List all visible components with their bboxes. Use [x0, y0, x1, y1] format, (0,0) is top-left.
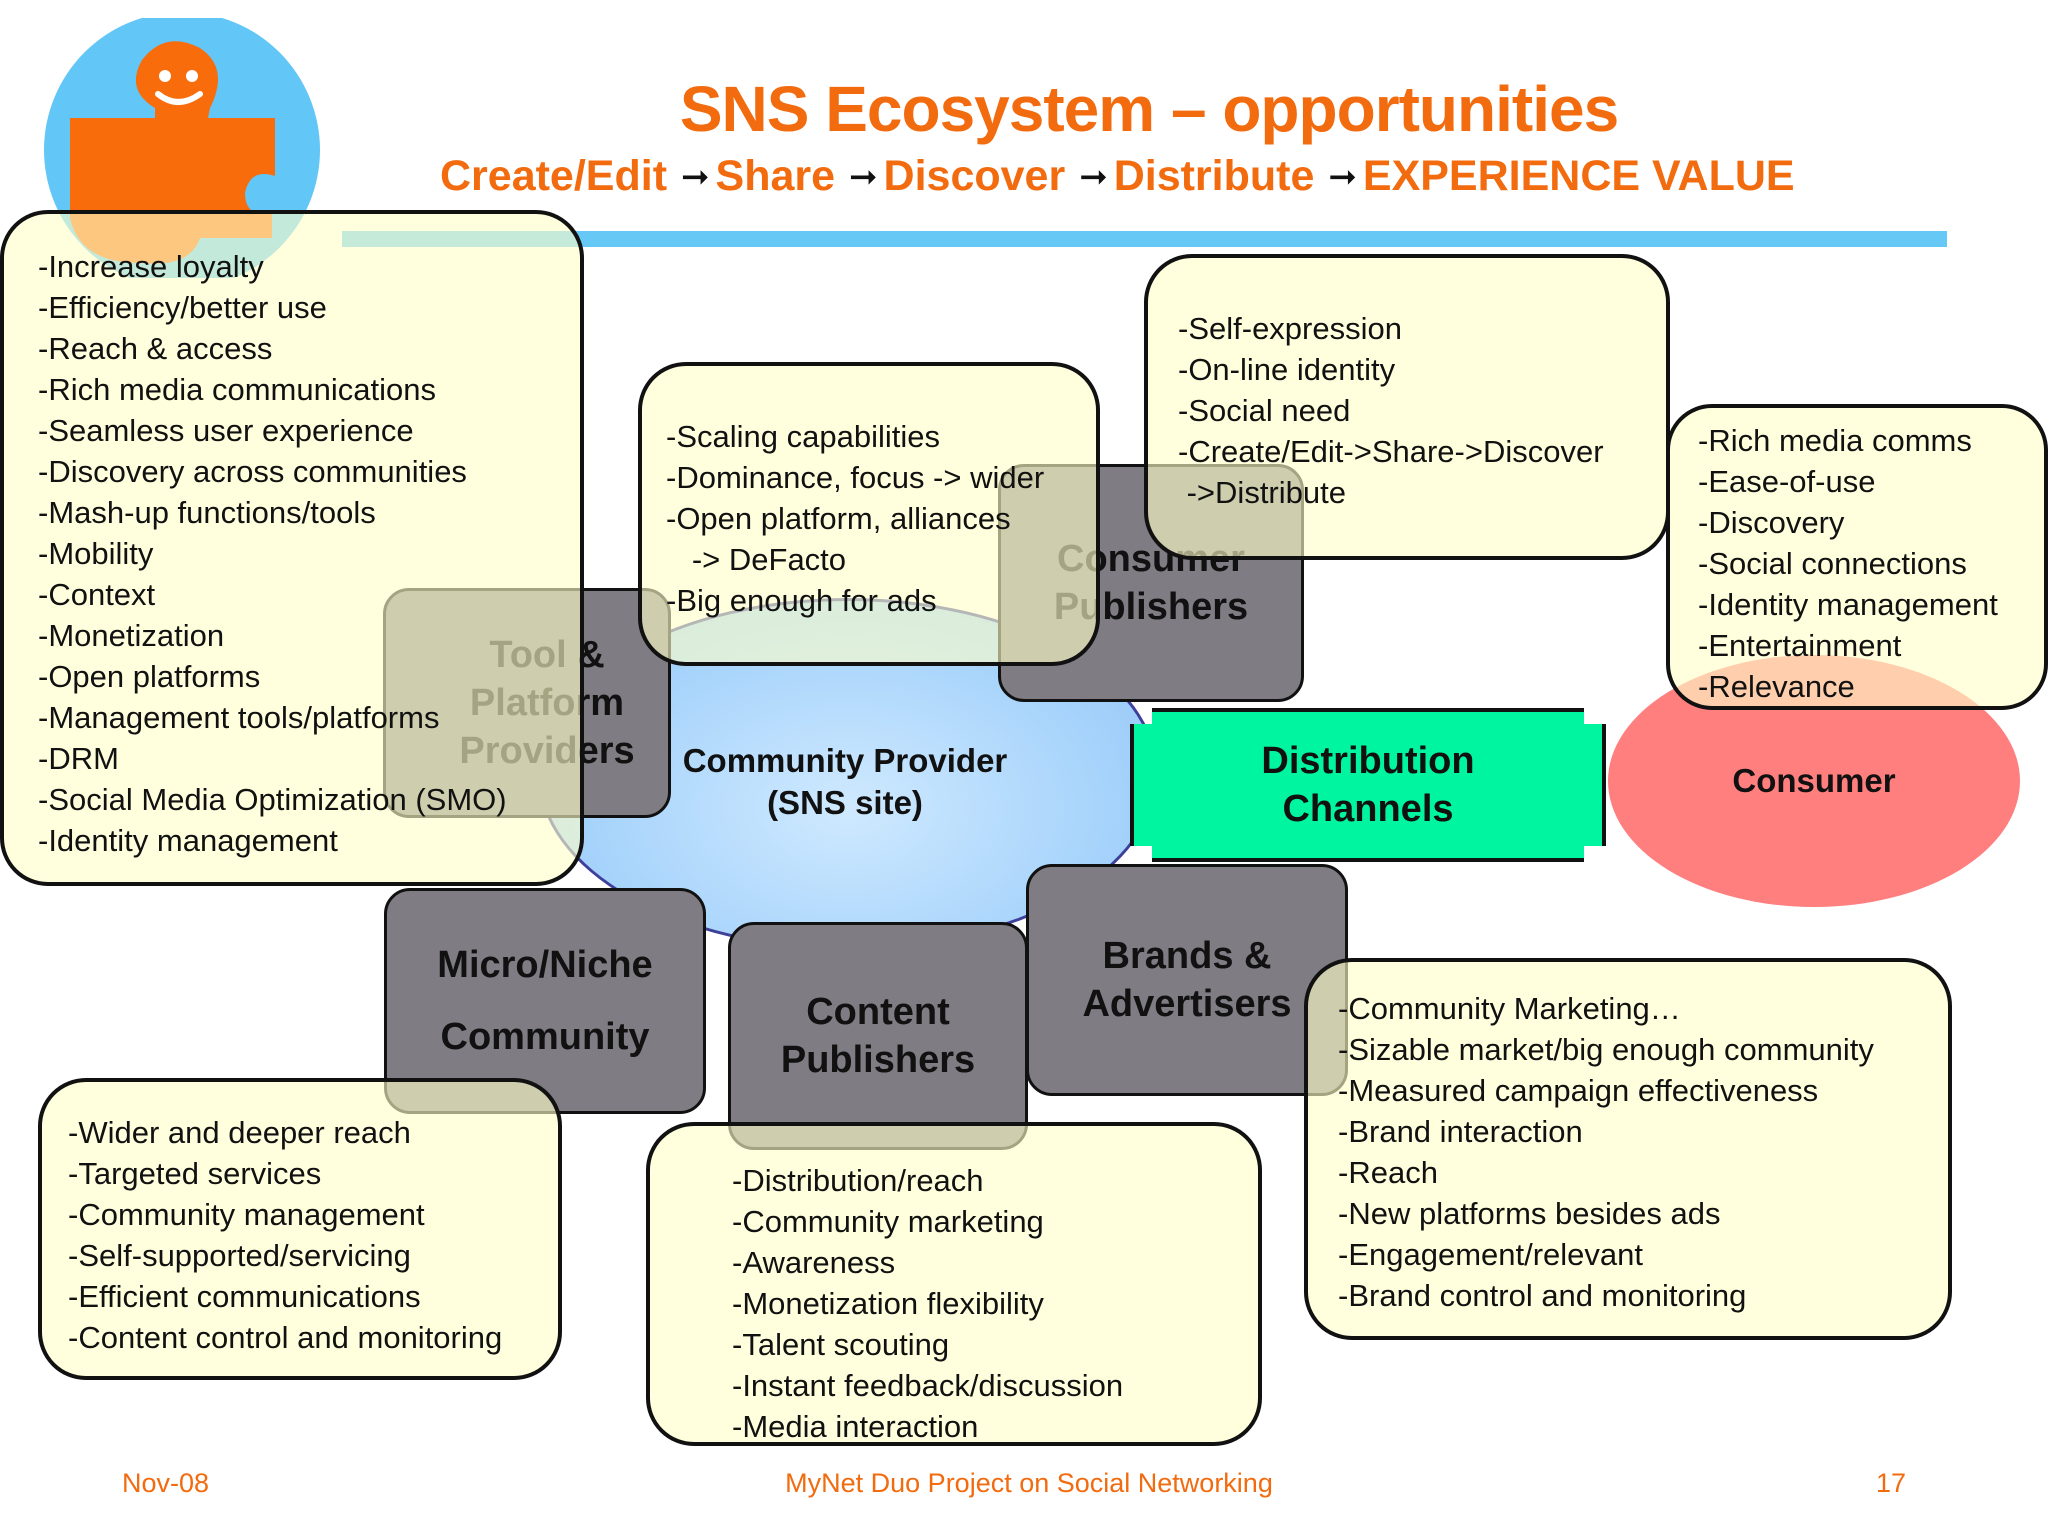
list-item: -Measured campaign effectiveness — [1338, 1073, 1819, 1108]
step-distribute: Distribute — [1113, 152, 1315, 200]
list-item: -Reach & access — [38, 331, 273, 366]
value-chain-subtitle: Create/Edit ➞ Share ➞ Discover ➞ Distrib… — [440, 152, 1795, 201]
list-item: -Seamless user experience — [38, 413, 414, 448]
list-item: -Create/Edit->Share->Discover — [1178, 434, 1604, 469]
list-item: -Community Marketing… — [1338, 991, 1681, 1026]
list-item: -Discovery — [1698, 505, 1845, 540]
list-item: -Self-expression — [1178, 311, 1402, 346]
list-item: -DRM — [38, 741, 119, 776]
tool-platform-opportunities-note: -Increase loyalty -Efficiency/better use… — [0, 210, 584, 886]
list-item: -Targeted services — [68, 1156, 322, 1191]
content-publishers-opportunities-note: -Distribution/reach -Community marketing… — [646, 1122, 1262, 1446]
list-item: -Open platforms — [38, 659, 261, 694]
list-item: -Talent scouting — [732, 1327, 950, 1362]
list-item: -Management tools/platforms — [38, 700, 440, 735]
brands-advertisers-box: Brands & Advertisers — [1026, 864, 1348, 1096]
list-item: -Social connections — [1698, 546, 1967, 581]
step-discover: Discover — [883, 152, 1066, 200]
list-item: -Rich media comms — [1698, 423, 1972, 458]
list-item: -Increase loyalty — [38, 249, 264, 284]
list-item: -Entertainment — [1698, 628, 1902, 663]
header-divider — [342, 231, 1947, 247]
list-item: -Community management — [68, 1197, 425, 1232]
list-item: -> DeFacto — [666, 542, 847, 577]
list-item: -Social Media Optimization (SMO) — [38, 782, 507, 817]
list-item: -Awareness — [732, 1245, 896, 1280]
arrow-right-icon: ➞ — [1328, 157, 1357, 196]
footer-project: MyNet Duo Project on Social Networking — [785, 1468, 1273, 1498]
consumer-opportunities-note: -Rich media comms -Ease-of-use -Discover… — [1666, 404, 2048, 710]
brands-advertisers-opportunities-note: -Community Marketing… -Sizable market/bi… — [1304, 958, 1952, 1340]
distribution-channels-box: Distribution Channels — [1130, 708, 1606, 862]
list-item: -On-line identity — [1178, 352, 1396, 387]
footer-date: Nov-08 — [122, 1468, 210, 1498]
list-item: -Ease-of-use — [1698, 464, 1876, 499]
list-item: -Dominance, focus -> wider — [666, 460, 1045, 495]
list-item: -Wider and deeper reach — [68, 1115, 411, 1150]
step-share: Share — [715, 152, 836, 200]
list-item: -New platforms besides ads — [1338, 1196, 1721, 1231]
list-item: -Monetization flexibility — [732, 1286, 1044, 1321]
list-item: -Community marketing — [732, 1204, 1044, 1239]
list-item: -Brand control and monitoring — [1338, 1278, 1747, 1313]
step-create-edit: Create/Edit — [440, 152, 668, 200]
list-item: -Efficiency/better use — [38, 290, 327, 325]
list-item: -Identity management — [38, 823, 338, 858]
list-item: -Engagement/relevant — [1338, 1237, 1644, 1272]
list-item: -Rich media communications — [38, 372, 436, 407]
list-item: -Mobility — [38, 536, 154, 571]
arrow-right-icon: ➞ — [681, 157, 710, 196]
list-item: ->Distribute — [1178, 475, 1346, 510]
list-item: -Big enough for ads — [666, 583, 937, 618]
list-item: -Sizable market/big enough community — [1338, 1032, 1874, 1067]
list-item: -Distribution/reach — [732, 1163, 984, 1198]
list-item: -Social need — [1178, 393, 1351, 428]
footer-page-number: 17 — [1876, 1468, 1907, 1498]
list-item: -Identity management — [1698, 587, 1998, 622]
community-provider-label: Community Provider (SNS site) — [682, 742, 1008, 821]
list-item: -Reach — [1338, 1155, 1438, 1190]
list-item: -Efficient communications — [68, 1279, 421, 1314]
arrow-right-icon: ➞ — [849, 157, 878, 196]
list-item: -Relevance — [1698, 669, 1855, 704]
list-item: -Scaling capabilities — [666, 419, 940, 454]
community-provider-opportunities-note: -Scaling capabilities -Dominance, focus … — [638, 362, 1100, 666]
page-title: SNS Ecosystem – opportunities — [679, 73, 1619, 145]
consumer-publishers-opportunities-note: -Self-expression -On-line identity -Soci… — [1144, 254, 1670, 560]
list-item: -Instant feedback/discussion — [732, 1368, 1124, 1403]
list-item: -Context — [38, 577, 156, 612]
list-item: -Content control and monitoring — [68, 1320, 503, 1355]
list-item: -Mash-up functions/tools — [38, 495, 376, 530]
content-publishers-box: Content Publishers — [728, 922, 1028, 1150]
arrow-right-icon: ➞ — [1079, 157, 1108, 196]
list-item: -Discovery across communities — [38, 454, 467, 489]
list-item: -Monetization — [38, 618, 225, 653]
list-item: -Self-supported/servicing — [68, 1238, 411, 1273]
list-item: -Open platform, alliances — [666, 501, 1011, 536]
list-item: -Media interaction — [732, 1409, 979, 1444]
step-experience-value: EXPERIENCE VALUE — [1362, 152, 1795, 200]
list-item: -Brand interaction — [1338, 1114, 1583, 1149]
micro-niche-opportunities-note: -Wider and deeper reach -Targeted servic… — [38, 1078, 562, 1380]
